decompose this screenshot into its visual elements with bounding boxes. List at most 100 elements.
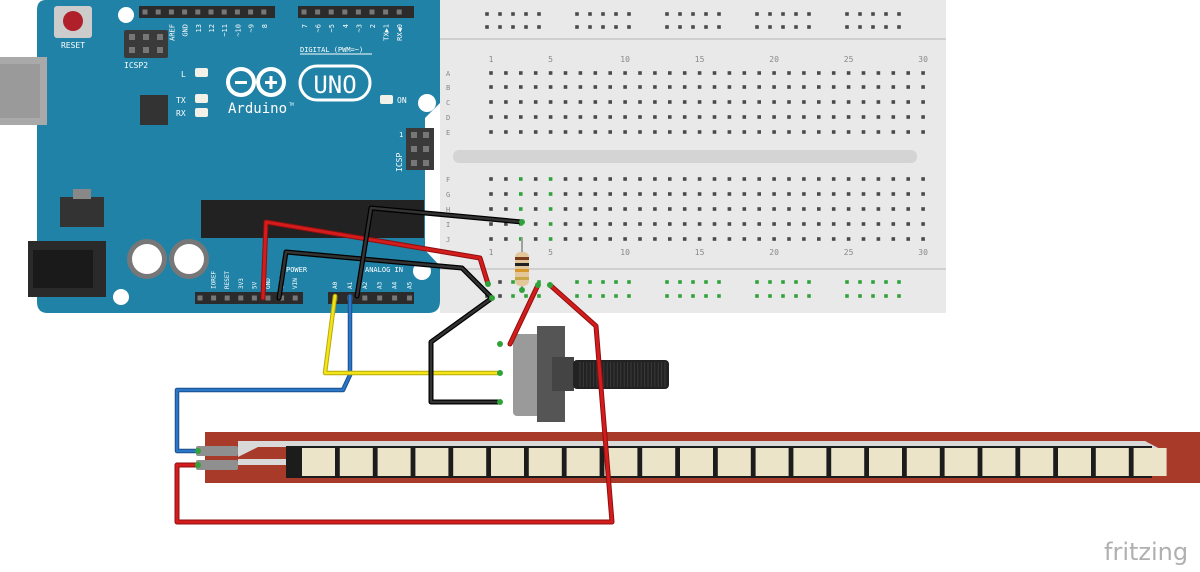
breadboard-hole <box>608 222 612 226</box>
icsp2-label: ICSP2 <box>124 61 148 70</box>
breadboard-hole <box>861 177 866 181</box>
breadboard-hole <box>817 85 821 89</box>
breadboard-hole <box>653 222 657 226</box>
breadboard-hole <box>578 85 583 89</box>
breadboard-hole <box>668 130 672 134</box>
breadboard-hole <box>489 177 493 181</box>
header-pin <box>396 9 402 15</box>
column-number: 25 <box>844 55 854 64</box>
breadboard-hole <box>563 115 568 119</box>
rail-hole <box>807 12 811 16</box>
capacitor-top <box>174 244 204 274</box>
breadboard-hole <box>757 130 761 134</box>
breadboard-hole <box>712 71 717 75</box>
rail-hole-active <box>691 294 695 298</box>
flex-sensor-segment <box>453 448 487 476</box>
breadboard-hole <box>861 115 866 119</box>
breadboard-hole <box>712 85 717 89</box>
breadboard-hole <box>638 177 642 181</box>
column-number: 10 <box>620 248 630 257</box>
breadboard-hole <box>817 100 821 104</box>
digital-pin-holes <box>142 9 402 15</box>
breadboard-hole <box>772 237 776 241</box>
rail-hole-active <box>601 294 605 298</box>
rail-hole <box>871 25 875 29</box>
breadboard-hole <box>831 130 836 134</box>
analog-pin-label: A0 <box>332 281 339 289</box>
flex-sensor-segment <box>415 448 449 476</box>
breadboard-hole <box>623 100 627 104</box>
potentiometer-nut <box>552 357 574 391</box>
breadboard-hole-active <box>548 207 553 211</box>
breadboard-hole <box>727 237 732 241</box>
header-pin <box>328 9 334 15</box>
rail-divider-top <box>440 38 946 40</box>
digital-pin-label: 2 <box>369 24 377 28</box>
header-pin <box>182 9 188 15</box>
led-tx <box>195 94 208 103</box>
rail-hole <box>884 12 888 16</box>
brand-trademark: TM <box>289 102 294 107</box>
breadboard-hole <box>608 237 612 241</box>
red-wire-wiper <box>508 283 540 346</box>
breadboard-hole <box>638 207 642 211</box>
rail-hole <box>627 12 631 16</box>
flex-sensor-segments <box>302 448 1167 476</box>
rail-hole-active <box>588 294 592 298</box>
breadboard-hole <box>891 237 896 241</box>
breadboard-hole <box>876 115 881 119</box>
rail-hole <box>691 25 695 29</box>
red-wire-5v <box>261 220 490 300</box>
breadboard-hole <box>861 222 866 226</box>
rail-hole <box>794 25 798 29</box>
arduino-uno-board: RESET ICSP2 L TX RX ON <box>0 0 440 313</box>
column-number: 25 <box>844 248 854 257</box>
breadboard-hole <box>504 115 508 119</box>
rail-hole-active <box>537 294 541 298</box>
breadboard-hole <box>653 115 657 119</box>
rail-hole-active <box>627 294 631 298</box>
breadboard-hole <box>504 222 508 226</box>
breadboard-hole <box>846 100 851 104</box>
column-number: 10 <box>620 55 630 64</box>
digital-pin-label: GND <box>182 24 190 37</box>
breadboard-hole <box>772 100 776 104</box>
header-pin <box>301 9 307 15</box>
breadboard-hole <box>787 207 791 211</box>
analog-pin-label: A5 <box>407 281 414 289</box>
breadboard-hole <box>608 100 612 104</box>
rail-hole-active <box>768 294 772 298</box>
column-number: 20 <box>769 248 779 257</box>
breadboard-hole <box>548 115 553 119</box>
breadboard-hole <box>891 207 896 211</box>
rail-hole <box>588 25 592 29</box>
breadboard-hole <box>533 100 538 104</box>
led-l <box>195 68 208 77</box>
breadboard-hole <box>861 85 866 89</box>
breadboard-hole <box>712 177 717 181</box>
breadboard-hole <box>757 222 761 226</box>
rail-hole-active <box>858 294 862 298</box>
analog-header-label: ANALOG IN <box>365 266 403 274</box>
header-pin <box>238 295 244 301</box>
header-pin <box>208 9 214 15</box>
icsp-header <box>406 128 434 170</box>
breadboard-hole <box>712 115 717 119</box>
breadboard-hole <box>831 222 836 226</box>
breadboard-hole <box>742 237 747 241</box>
breadboard-hole <box>593 222 598 226</box>
breadboard-hole <box>697 115 702 119</box>
rail-hole <box>601 12 605 16</box>
breadboard-hole <box>563 177 568 181</box>
breadboard-hole <box>682 237 687 241</box>
breadboard-hole <box>697 130 702 134</box>
breadboard-hole <box>891 222 896 226</box>
breadboard-hole <box>861 100 866 104</box>
icsp-pins <box>411 132 429 166</box>
rail-hole-active <box>794 280 798 284</box>
breadboard-hole <box>727 222 732 226</box>
breadboard-hole <box>846 130 851 134</box>
header-pin <box>342 9 348 15</box>
breadboard-hole <box>697 222 702 226</box>
